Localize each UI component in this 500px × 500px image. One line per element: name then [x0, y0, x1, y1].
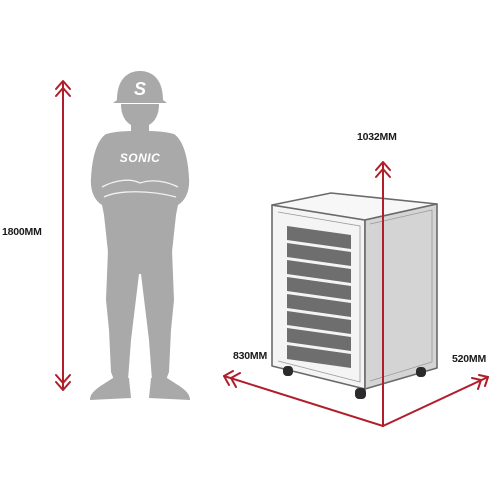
helmet [113, 71, 167, 103]
person-silhouette [90, 71, 190, 400]
person-height-label: 1800MM [2, 226, 42, 238]
wheel [283, 366, 293, 376]
drawer [287, 243, 351, 266]
drawer [287, 277, 351, 300]
shirt-logo-text: SONIC [120, 151, 161, 165]
cabinet-wheels [283, 366, 426, 399]
drawer [287, 328, 351, 351]
cabinet-depth-label: 520MM [452, 353, 487, 365]
wheel [355, 388, 366, 399]
double-chevron-icon [55, 80, 71, 97]
tool-cabinet [271, 192, 438, 399]
head [121, 104, 159, 127]
drawer [287, 260, 351, 283]
drawer [287, 311, 351, 334]
drawer [287, 294, 351, 317]
double-chevron-icon [223, 370, 241, 388]
cabinet-side [364, 203, 438, 390]
cabinet-drawers [287, 226, 351, 368]
sonic-s-icon: S [134, 79, 146, 99]
cabinet-width-arrow [223, 370, 384, 427]
double-chevron-icon [375, 161, 391, 178]
cabinet-depth-arrow [382, 374, 489, 427]
cabinet-height-arrow [375, 161, 391, 427]
drawer [287, 345, 351, 368]
wheel [416, 367, 426, 377]
drawer [287, 226, 351, 249]
double-chevron-icon [471, 374, 489, 390]
person-height-arrow [55, 80, 71, 391]
cabinet-height-label: 1032MM [357, 131, 397, 143]
cabinet-width-label: 830MM [233, 350, 268, 362]
right-shoe [149, 378, 190, 400]
arm-detail [101, 179, 179, 198]
left-shoe [90, 378, 131, 400]
legs [106, 250, 174, 380]
double-chevron-icon [55, 374, 71, 391]
